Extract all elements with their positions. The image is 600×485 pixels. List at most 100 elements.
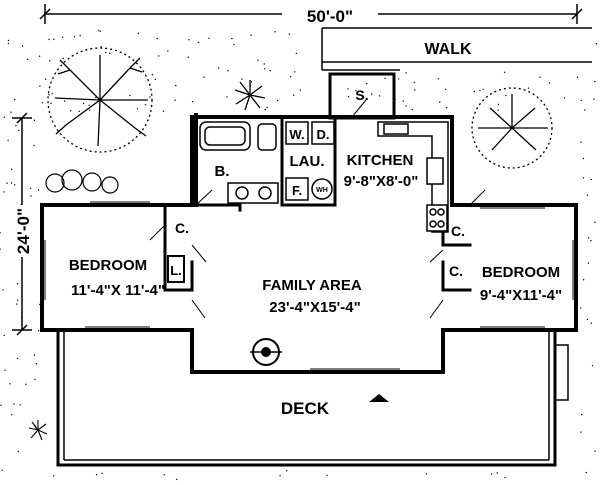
stipple-dot [264, 68, 266, 70]
stipple-dot [591, 365, 594, 367]
stipple-dot [6, 182, 8, 184]
stipple-dot [402, 100, 404, 102]
stipple-dot [584, 109, 586, 111]
kitchen-label: KITCHEN [347, 152, 414, 169]
windows [44, 201, 574, 370]
toilet [257, 123, 277, 151]
stipple-dot [10, 168, 13, 171]
stipple-dot [16, 357, 19, 360]
stipple-dot [294, 71, 296, 73]
stipple-dot [163, 474, 165, 476]
wood-stove-icon [250, 338, 282, 366]
stipple-dot [264, 108, 266, 111]
stipple-dot [503, 71, 506, 74]
stipple-dot [175, 84, 177, 87]
overall-depth-label: 24'-0" [14, 208, 33, 254]
stipple-dot [48, 94, 50, 96]
family-area-label: FAMILY AREA [262, 277, 362, 294]
stipple-dot [257, 59, 259, 61]
closet-right-upper-label: C. [451, 223, 465, 239]
stipple-dot [156, 37, 158, 40]
stipple-dot [89, 109, 91, 111]
stipple-dot [203, 76, 205, 78]
stipple-dot [7, 139, 9, 142]
walkway [321, 27, 592, 71]
tree-right [471, 87, 553, 169]
stipple-dot [539, 76, 541, 78]
stipple-dot [276, 99, 279, 102]
stipple-dot [51, 93, 53, 95]
stipple-dot [26, 58, 29, 61]
stipple-dot [105, 51, 107, 54]
stipple-dot [527, 87, 530, 89]
stipple-dot [295, 52, 298, 55]
stipple-dot [129, 94, 131, 97]
stipple-dot [585, 471, 587, 474]
stipple-dot [100, 46, 102, 48]
stipple-dot [37, 330, 40, 332]
stipple-dot [241, 78, 243, 80]
range [426, 204, 448, 232]
stipple-dot [0, 232, 1, 234]
stipple-dot [17, 450, 19, 453]
landscape-stipple [0, 29, 598, 481]
stipple-dot [445, 88, 447, 91]
stipple-dot [425, 473, 428, 475]
stipple-dot [73, 36, 76, 38]
stipple-dot [208, 37, 210, 39]
stipple-dot [78, 110, 81, 113]
closet-left-label: C. [175, 220, 189, 236]
stipple-dot [33, 144, 35, 147]
star-plant-small [28, 420, 48, 441]
stipple-dot [38, 55, 41, 57]
stipple-dot [33, 119, 36, 122]
stipple-dot [563, 97, 566, 99]
interior-walls [163, 115, 472, 292]
linen-closet [167, 255, 185, 283]
stipple-dot [41, 102, 43, 104]
stipple-dot [136, 108, 139, 110]
stipple-dot [4, 369, 6, 371]
stipple-dot [286, 470, 288, 472]
stipple-dot [590, 240, 592, 242]
stipple-dot [384, 77, 386, 80]
bedroom-right-label: BEDROOM [482, 264, 560, 281]
stipple-dot [53, 475, 55, 477]
washer-label: W. [289, 127, 304, 142]
stipple-dot [293, 94, 295, 96]
stipple-dot [289, 76, 292, 78]
stipple-dot [16, 283, 19, 285]
stipple-dot [227, 70, 229, 72]
stipple-dot [17, 299, 19, 301]
stipple-dot [14, 184, 16, 186]
stipple-dot [582, 157, 585, 160]
stipple-dot [274, 31, 276, 33]
stipple-dot [95, 473, 98, 476]
stipple-dot [580, 141, 582, 143]
washer [285, 121, 309, 145]
stipple-dot [99, 30, 102, 32]
stipple-dot [482, 88, 484, 91]
water-heater-label: WH [316, 187, 328, 194]
stipple-dot [371, 93, 373, 95]
kitchen-size-label: 9'-8"X8'-0" [344, 173, 419, 190]
stipple-dot [576, 76, 579, 78]
stipple-dot [88, 104, 90, 107]
kitchen-sink [426, 157, 444, 185]
stipple-dot [587, 262, 589, 264]
shrubs [45, 169, 119, 194]
tree-left [47, 47, 153, 153]
bedroom-left-size-label: 11'-4"X 11'-4" [71, 282, 165, 299]
stipple-dot [233, 43, 235, 46]
stipple-dot [580, 431, 582, 433]
stipple-dot [18, 129, 20, 132]
stipple-dot [7, 39, 10, 42]
deck [56, 330, 569, 467]
stipple-dot [250, 34, 252, 36]
stipple-dot [50, 102, 52, 105]
star-plant [234, 80, 266, 111]
stipple-dot [269, 69, 271, 72]
stipple-dot [586, 318, 589, 321]
stipple-dot [411, 108, 413, 111]
stipple-dot [405, 105, 407, 107]
